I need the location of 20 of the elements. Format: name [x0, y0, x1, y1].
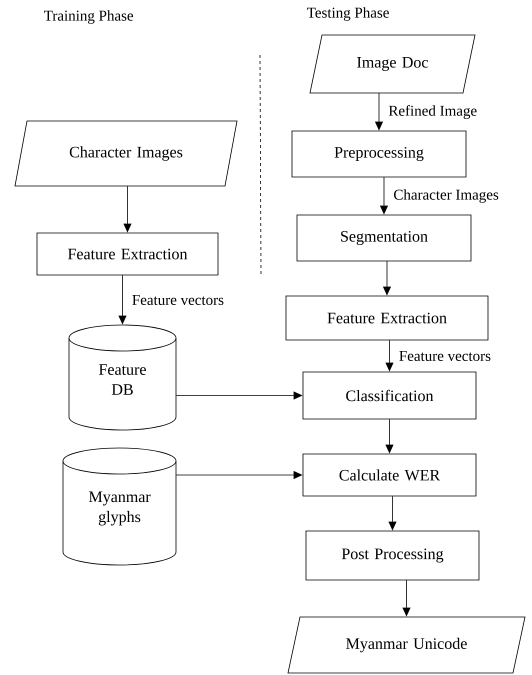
- process-box: Segmentation: [296, 214, 472, 262]
- section-heading: Testing Phase: [307, 7, 389, 21]
- edge-label: Feature vectors: [132, 295, 224, 305]
- section-heading: Training Phase: [44, 10, 134, 24]
- process-box: Feature Extraction: [36, 232, 218, 276]
- edge-label: Character Images: [394, 189, 498, 203]
- process-box: Preprocessing: [292, 130, 466, 178]
- process-box: Calculate WER: [302, 454, 476, 496]
- process-box: Feature Extraction: [286, 296, 488, 340]
- edge-label: Refined Image: [388, 105, 477, 119]
- edge-label: Feature vectors: [399, 351, 490, 361]
- data-parallelogram: Image Doc: [310, 34, 476, 94]
- node-label: Myanmar glyphs: [88, 492, 151, 526]
- data-parallelogram: Character Images: [14, 120, 238, 186]
- process-box: Post Processing: [306, 530, 480, 580]
- database-cylinder: Myanmar glyphs: [62, 448, 176, 566]
- process-box: Classification: [302, 372, 476, 420]
- node-label: Feature DB: [98, 364, 146, 395]
- database-cylinder: Feature DB: [68, 324, 176, 430]
- data-parallelogram: Myanmar Unicode: [288, 616, 526, 674]
